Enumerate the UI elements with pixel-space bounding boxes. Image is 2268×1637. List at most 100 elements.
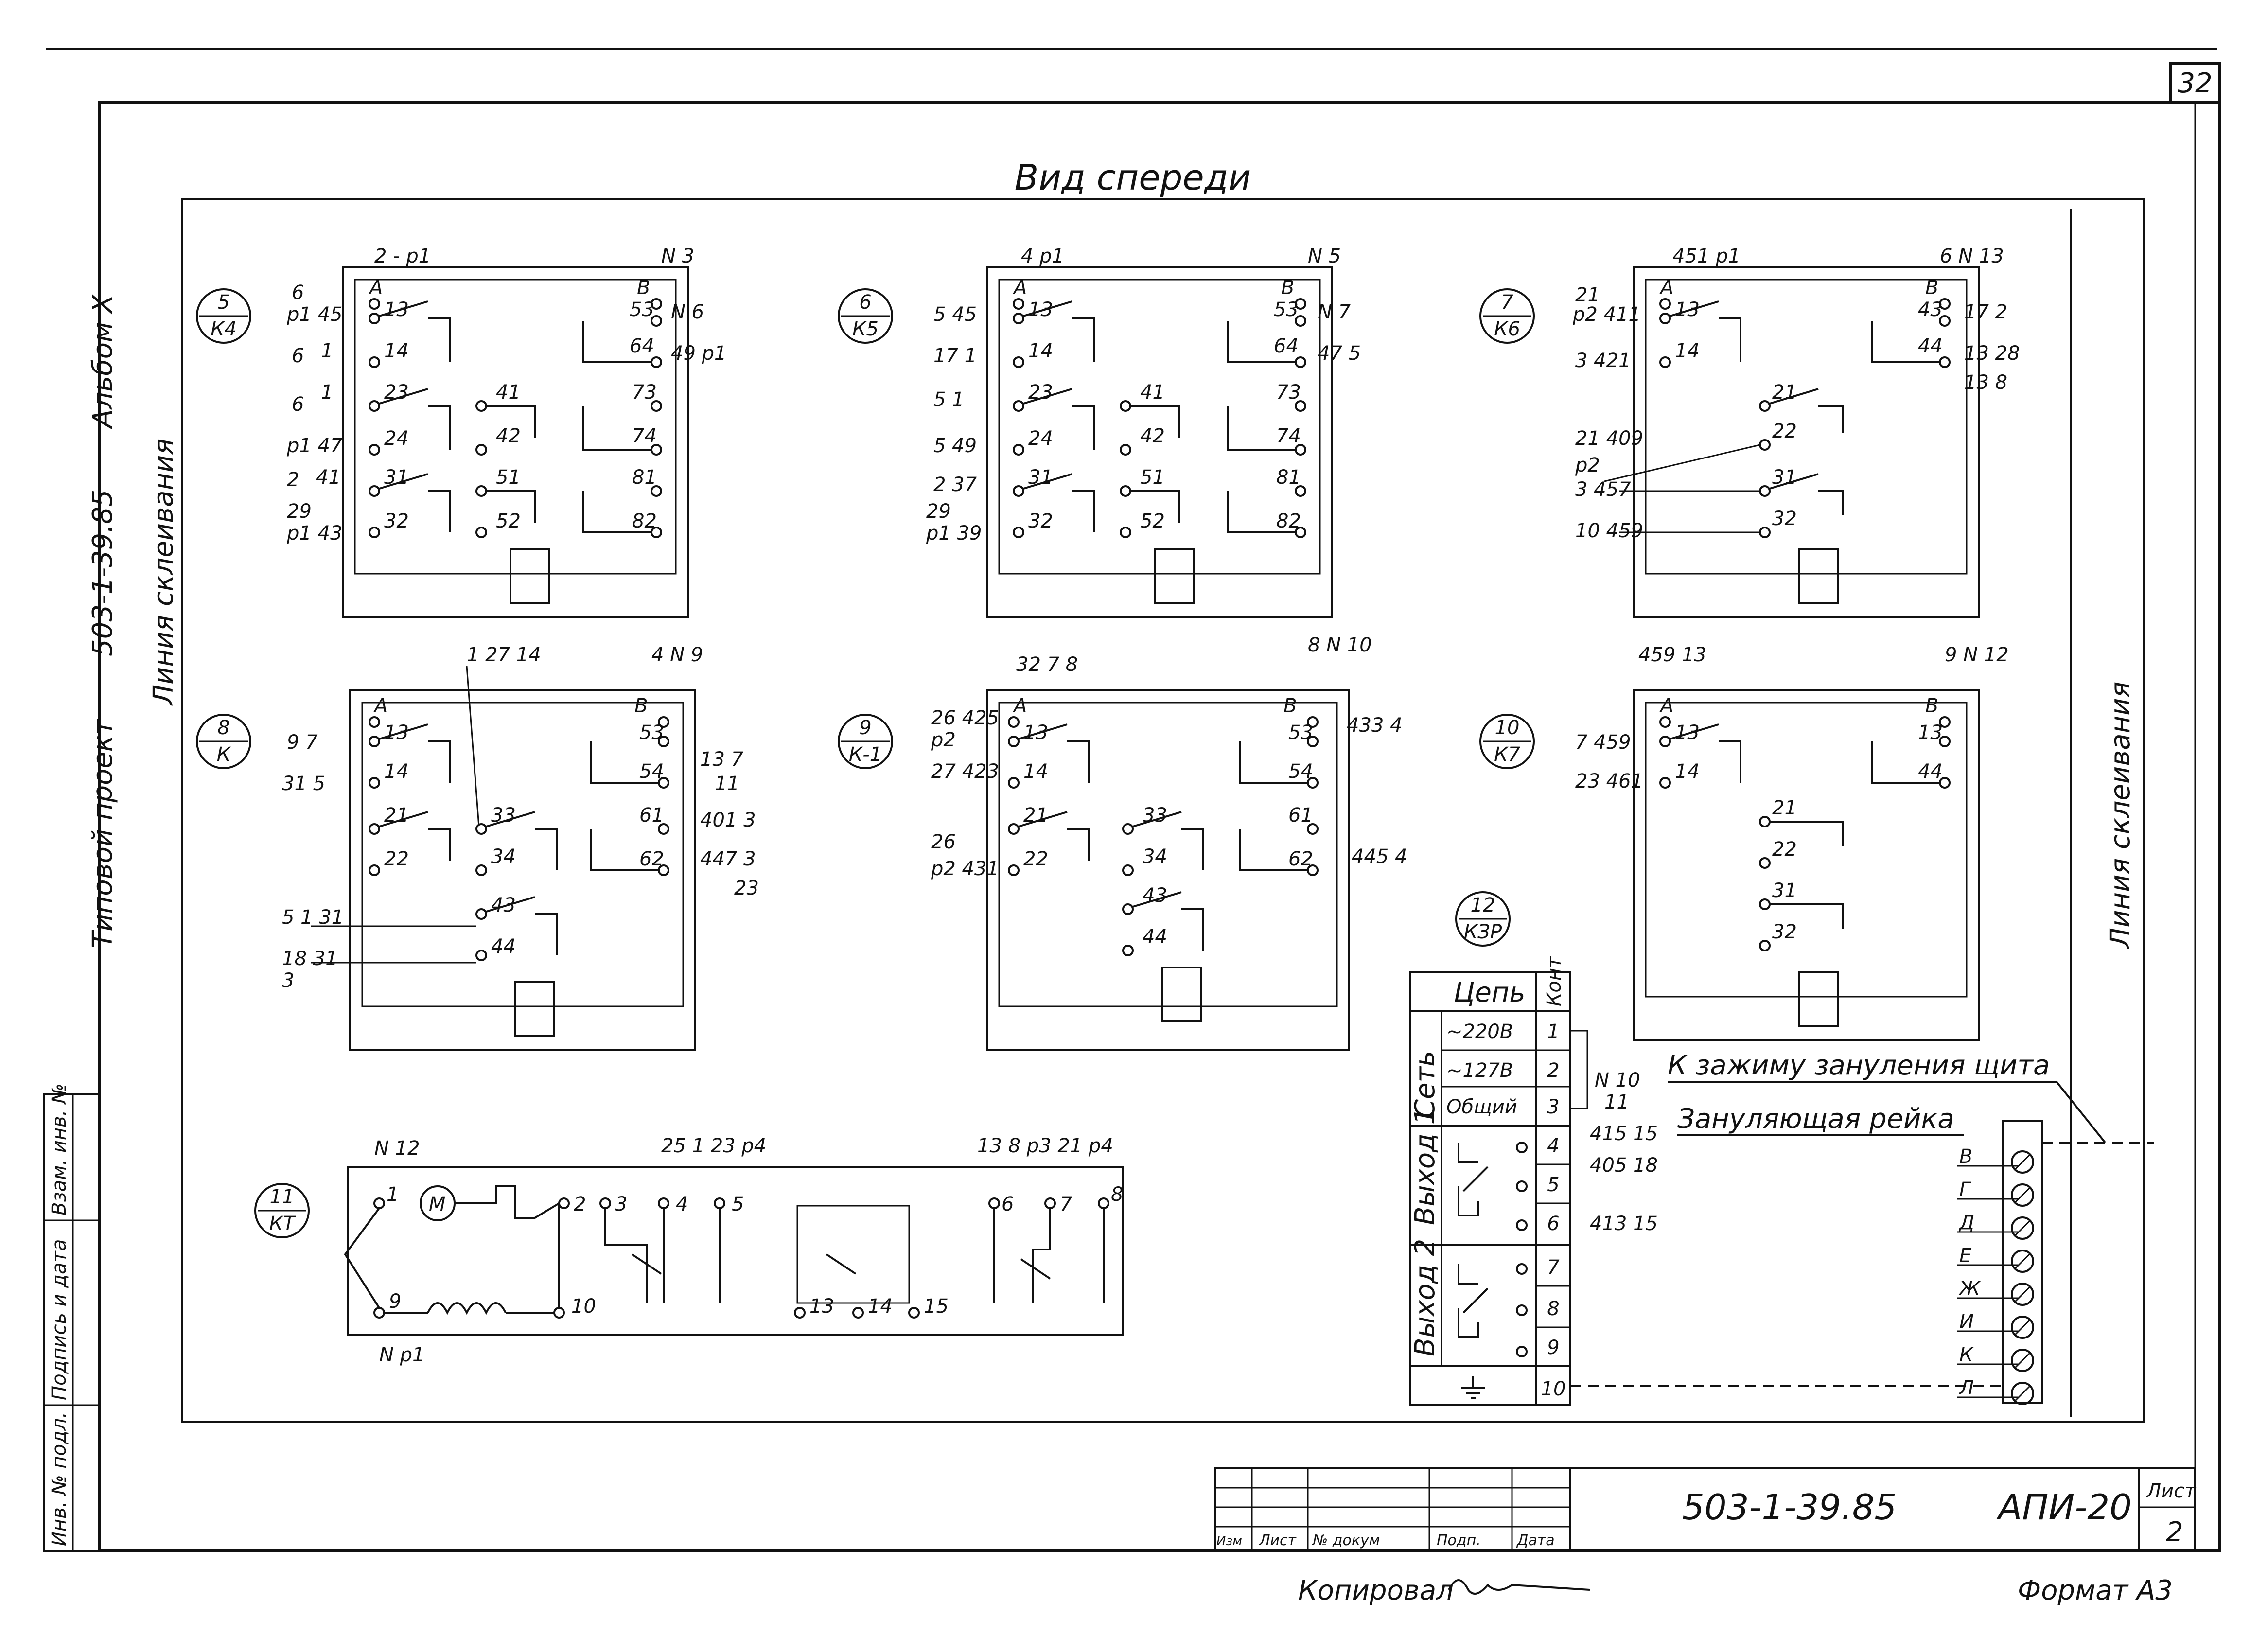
svg-text:К5: К5: [852, 318, 879, 340]
svg-text:8: 8: [1547, 1298, 1559, 1320]
svg-text:КЗР: КЗР: [1464, 921, 1502, 943]
svg-text:74: 74: [1276, 425, 1301, 447]
svg-text:р2: р2: [931, 729, 956, 751]
svg-text:2 - р1: 2 - р1: [374, 245, 431, 267]
svg-text:53: 53: [630, 299, 654, 321]
svg-text:13: 13: [809, 1295, 834, 1318]
svg-text:К: К: [217, 743, 231, 766]
svg-text:14: 14: [384, 760, 409, 783]
svg-text:8: 8: [217, 717, 229, 739]
svg-text:451 р1: 451 р1: [1672, 245, 1741, 267]
svg-text:433 4: 433 4: [1347, 714, 1403, 737]
svg-text:В: В: [1283, 695, 1297, 717]
svg-text:7: 7: [1547, 1256, 1560, 1279]
svg-text:33: 33: [491, 804, 516, 827]
svg-text:44: 44: [1918, 335, 1943, 357]
svg-text:42: 42: [1140, 425, 1165, 447]
sheet-label: Лист: [2145, 1480, 2197, 1502]
sheet-value: 2: [2166, 1516, 2183, 1548]
svg-text:7: 7: [1060, 1193, 1072, 1215]
svg-text:N 7: N 7: [1318, 301, 1351, 323]
glue-line-left: Линия склеивания: [148, 439, 179, 706]
svg-text:1: 1: [321, 340, 333, 362]
svg-text:44: 44: [1918, 760, 1943, 783]
view-title: Вид спереди: [1015, 157, 1251, 198]
bus-letter: Е: [1959, 1245, 1972, 1267]
svg-text:5 49: 5 49: [933, 435, 977, 457]
svg-text:26 425: 26 425: [931, 707, 999, 729]
svg-text:41: 41: [316, 466, 341, 489]
svg-text:32: 32: [384, 510, 409, 532]
svg-text:N 3: N 3: [661, 245, 694, 267]
svg-text:29: 29: [926, 500, 951, 523]
bus-terminal-screw: [2014, 1253, 2031, 1269]
svg-text:р1 47: р1 47: [286, 435, 343, 457]
svg-text:4 р1: 4 р1: [1021, 245, 1064, 267]
bus-terminal: [2011, 1183, 2034, 1207]
relay-tag: [1455, 891, 1511, 947]
svg-text:6 N 13: 6 N 13: [1940, 245, 2004, 267]
project-code: 503-1-39.85: [87, 490, 119, 656]
svg-text:3 457: 3 457: [1575, 478, 1631, 501]
svg-text:9 N 12: 9 N 12: [1945, 644, 2009, 666]
svg-text:11: 11: [270, 1186, 295, 1208]
bus-terminal-screw: [2014, 1286, 2031, 1303]
relay-tag: [196, 714, 251, 769]
svg-text:р2 411: р2 411: [1572, 303, 1641, 326]
svg-text:2: 2: [574, 1193, 586, 1215]
svg-text:В: В: [1925, 277, 1938, 299]
svg-text:№ докум: № докум: [1312, 1532, 1380, 1549]
svg-text:14: 14: [384, 340, 409, 362]
relay-tag: [196, 288, 251, 344]
svg-text:25 1 23 р4: 25 1 23 р4: [661, 1135, 766, 1157]
svg-text:31 5: 31 5: [282, 773, 325, 795]
bus-letter: И: [1959, 1311, 1974, 1333]
svg-text:6: 6: [1547, 1213, 1559, 1235]
svg-text:15: 15: [924, 1295, 949, 1318]
svg-text:5: 5: [732, 1193, 744, 1215]
svg-text:21: 21: [1575, 284, 1600, 306]
svg-text:31: 31: [384, 466, 409, 489]
svg-text:445 4: 445 4: [1352, 845, 1407, 868]
bus-terminal-screw: [2014, 1187, 2031, 1203]
svg-text:43: 43: [491, 894, 516, 916]
svg-text:12: 12: [1471, 894, 1495, 916]
svg-text:32: 32: [1028, 510, 1053, 532]
svg-text:4: 4: [676, 1193, 688, 1215]
svg-text:23 461: 23 461: [1575, 770, 1643, 792]
svg-text:23: 23: [1028, 381, 1053, 404]
svg-text:В: В: [634, 695, 648, 717]
bus-terminal: [2011, 1250, 2034, 1273]
relay-tag: [254, 1183, 310, 1238]
svg-text:А: А: [1659, 695, 1673, 717]
svg-text:24: 24: [1028, 427, 1053, 450]
svg-text:31: 31: [1028, 466, 1053, 489]
svg-text:7: 7: [1501, 291, 1513, 314]
row-circuit-2: ~127В: [1446, 1059, 1513, 1082]
project-label: Типовой проект: [87, 719, 119, 948]
svg-text:9 7: 9 7: [287, 731, 318, 754]
bus-terminal: [2011, 1382, 2034, 1405]
svg-text:29: 29: [287, 500, 312, 523]
svg-text:1: 1: [1547, 1021, 1559, 1043]
svg-text:73: 73: [1276, 381, 1301, 404]
bus-terminal-screw: [2014, 1220, 2031, 1236]
svg-text:5 1 31: 5 1 31: [282, 906, 344, 929]
svg-text:61: 61: [639, 804, 664, 827]
side-stamp-sign: Подпись и дата: [48, 1239, 70, 1400]
bus-terminal: [2011, 1283, 2034, 1306]
svg-text:22: 22: [1772, 420, 1797, 442]
svg-text:447 3: 447 3: [700, 848, 756, 870]
group-out2: Выход 2: [1409, 1239, 1441, 1356]
svg-text:В: В: [1925, 695, 1938, 717]
svg-text:6: 6: [292, 282, 304, 304]
svg-text:61: 61: [1288, 804, 1313, 827]
svg-text:73: 73: [632, 381, 657, 404]
svg-text:32: 32: [1772, 508, 1797, 530]
svg-text:64: 64: [1274, 335, 1299, 357]
svg-text:23: 23: [734, 877, 759, 899]
svg-text:В: В: [1281, 277, 1294, 299]
svg-text:3: 3: [1547, 1096, 1559, 1118]
